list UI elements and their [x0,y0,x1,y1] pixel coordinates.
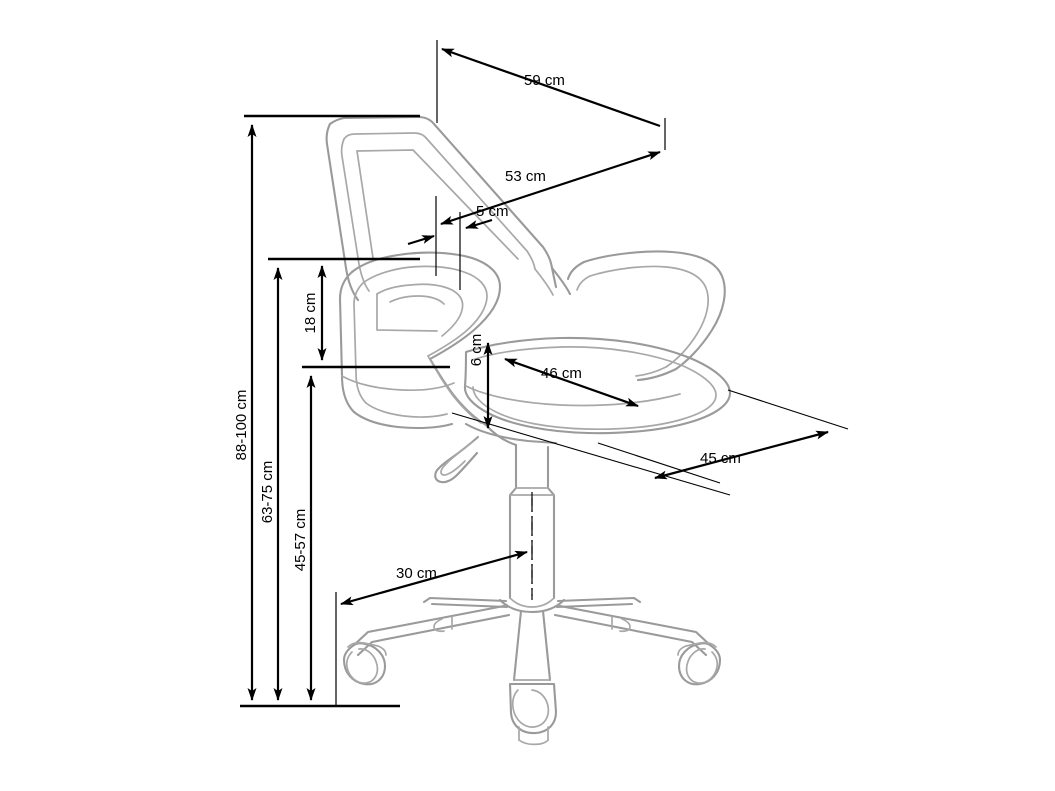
caster-front [508,682,558,746]
dimension-45-57cm: 45-57 cm [292,375,316,701]
chair-base [352,596,712,682]
backrest-outline [325,115,572,302]
label-45-57cm: 45-57 cm [292,509,309,572]
arrow-59cm [441,47,661,128]
dimension-88-100cm: 88-100 cm [233,124,257,701]
dimension-46cm: 46 cm [504,357,639,408]
ext-45cm-upper [727,389,849,430]
label-45cm: 45 cm [700,450,741,467]
seat-mechanism [434,422,558,484]
dimension-30cm: 30 cm [335,550,528,706]
extension-lines-left [240,114,450,708]
dimension-45cm: 45 cm [597,389,849,484]
chair-illustration [325,115,732,746]
dimension-18cm: 18 cm [302,265,327,361]
dimension-53cm: 53 cm [435,150,661,276]
seat-underside-guide [451,412,731,496]
caster-left [342,641,387,686]
label-59cm: 59 cm [524,72,565,89]
arrow-46cm [504,357,639,408]
label-30cm: 30 cm [396,565,437,582]
dimension-63-75cm: 63-75 cm [259,267,283,701]
dimension-6cm: 6 cm [468,334,493,429]
dimension-59cm: 59 cm [436,40,666,150]
label-88-100cm: 88-100 cm [233,390,250,461]
label-18cm: 18 cm [302,293,319,334]
arrow-45cm [654,430,829,480]
arrow-53cm [440,150,661,226]
armrest-near [338,251,502,430]
label-5cm: 5 cm [476,203,509,220]
label-6cm: 6 cm [468,334,485,367]
label-53cm: 53 cm [505,168,546,185]
label-63-75cm: 63-75 cm [259,461,276,524]
caster-right [677,641,722,686]
dimension-5cm: 5 cm [407,203,509,290]
arrow-5cm-right [465,218,493,230]
arrow-5cm-left [407,234,435,246]
arrow-30cm [340,550,528,606]
seat-cushion [463,336,732,435]
label-46cm: 46 cm [541,365,582,382]
armrest-far [566,250,726,382]
